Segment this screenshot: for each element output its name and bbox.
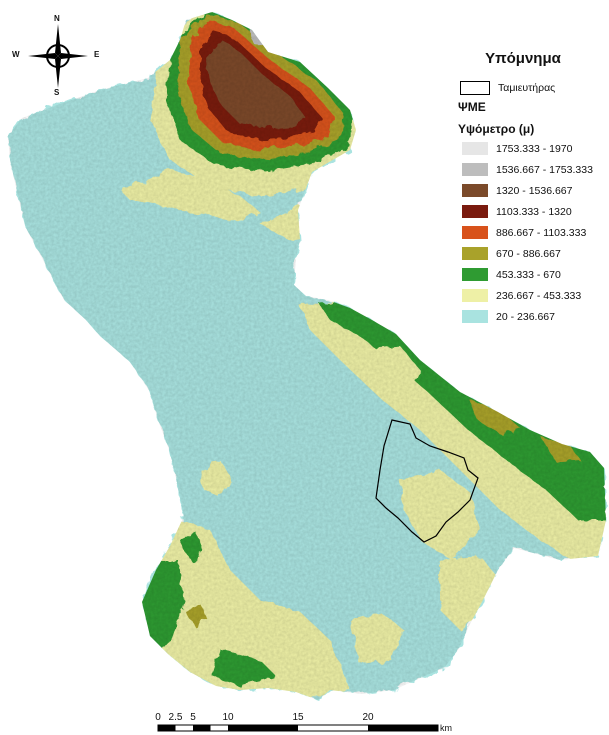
- compass-south: S: [54, 88, 60, 97]
- elevation-heading: Υψόμετρο (μ): [458, 122, 535, 136]
- elevation-classes: 1753.333 - 1970 1536.667 - 1753.333 1320 -…: [440, 138, 609, 327]
- legend-class-swatch: [462, 247, 488, 260]
- scale-tick: 0: [155, 712, 161, 723]
- legend-class-swatch: [462, 163, 488, 176]
- legend-class-row: 1753.333 - 1970: [440, 138, 609, 159]
- legend-class-swatch: [462, 205, 488, 218]
- scale-bar: 0 2.5 5 10 15 20 km: [150, 712, 452, 734]
- scale-bar-graphic: [157, 724, 439, 732]
- legend-class-row: 236.667 - 453.333: [440, 285, 609, 306]
- legend-class-label: 670 - 886.667: [496, 247, 561, 260]
- scale-tick: 2.5: [168, 712, 183, 723]
- map-legend: Υπόμνημα Ταμιευτήρας ΨΜΕ Υψόμετρο (μ) 17…: [440, 50, 609, 327]
- legend-class-label: 1536.667 - 1753.333: [496, 163, 593, 176]
- legend-class-swatch: [462, 184, 488, 197]
- legend-class-row: 670 - 886.667: [440, 243, 609, 264]
- legend-class-label: 20 - 236.667: [496, 310, 555, 323]
- scale-tick: 5: [190, 712, 196, 723]
- legend-reservoir-row: Ταμιευτήρας: [440, 77, 609, 98]
- scale-unit: km: [440, 723, 452, 733]
- scale-tick: 10: [222, 712, 234, 723]
- legend-class-label: 886.667 - 1103.333: [496, 226, 587, 239]
- legend-class-row: 886.667 - 1103.333: [440, 222, 609, 243]
- compass-west: W: [12, 50, 20, 59]
- legend-class-label: 1320 - 1536.667: [496, 184, 573, 197]
- compass-rose: N S W E: [12, 14, 99, 97]
- reservoir-swatch: [460, 80, 490, 95]
- legend-class-swatch: [462, 289, 488, 302]
- legend-class-swatch: [462, 268, 488, 281]
- legend-class-row: 453.333 - 670: [440, 264, 609, 285]
- legend-class-row: 1536.667 - 1753.333: [440, 159, 609, 180]
- legend-title: Υπόμνημα: [485, 50, 561, 67]
- dem-heading: ΨΜΕ: [458, 100, 486, 114]
- legend-class-label: 1103.333 - 1320: [496, 205, 572, 218]
- legend-class-row: 1103.333 - 1320: [440, 201, 609, 222]
- scale-tick: 20: [362, 712, 374, 723]
- reservoir-label: Ταμιευτήρας: [498, 81, 556, 94]
- compass-rose-icon: [28, 24, 88, 88]
- scale-tick: 15: [292, 712, 304, 723]
- legend-class-row: 20 - 236.667: [440, 306, 609, 327]
- legend-class-label: 1753.333 - 1970: [496, 142, 573, 155]
- compass-north: N: [54, 14, 60, 23]
- compass-east: E: [94, 50, 100, 59]
- legend-class-row: 1320 - 1536.667: [440, 180, 609, 201]
- legend-class-label: 453.333 - 670: [496, 268, 561, 281]
- legend-class-label: 236.667 - 453.333: [496, 289, 582, 302]
- legend-class-swatch: [462, 226, 488, 239]
- reservoir-boundary: [375, 419, 479, 543]
- legend-class-swatch: [462, 310, 488, 323]
- north-summit: [258, 27, 272, 39]
- legend-class-swatch: [462, 142, 488, 155]
